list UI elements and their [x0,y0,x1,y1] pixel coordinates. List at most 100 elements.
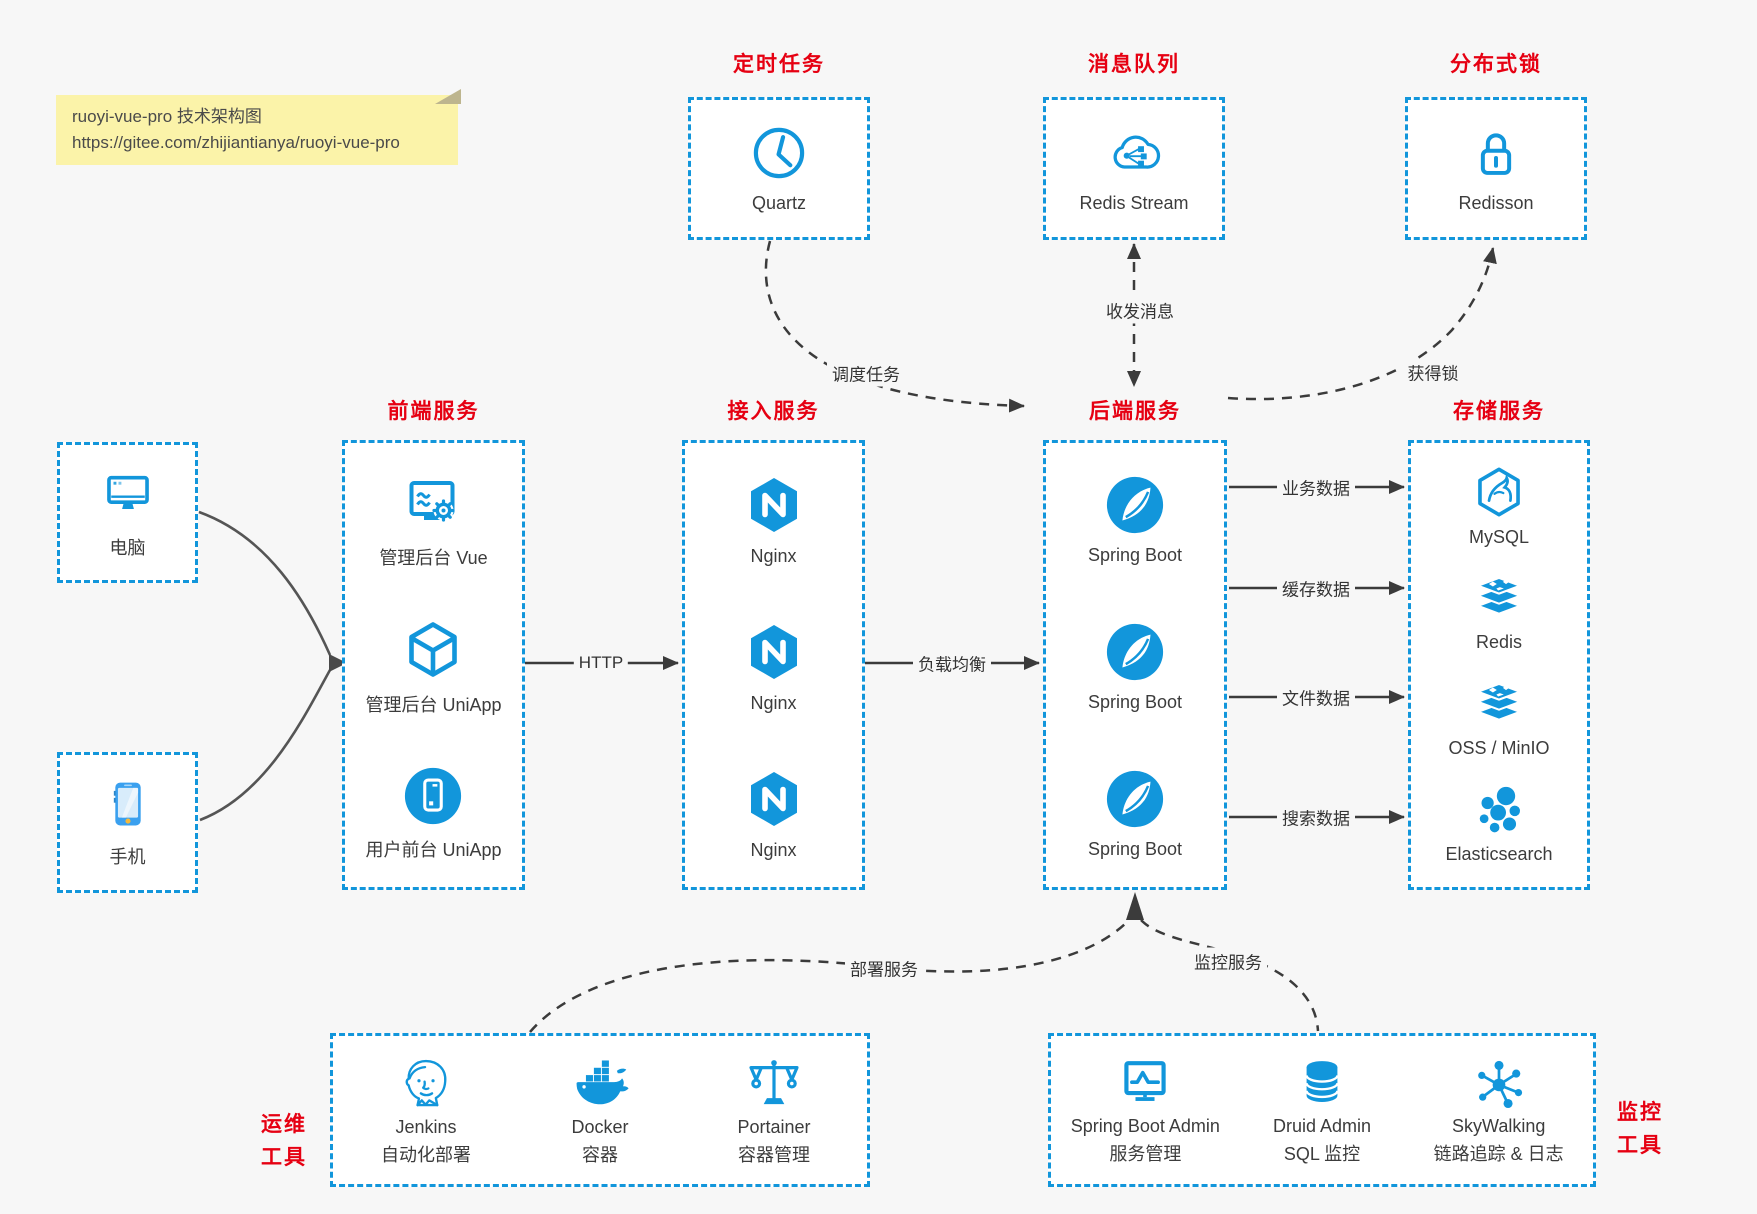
spring-boot-admin-icon [1116,1055,1174,1113]
node-sublabel: 服务管理 [1109,1143,1182,1164]
node-spring-boot-2: Spring Boot [1088,594,1182,741]
quartz-box: Quartz [688,97,870,240]
node-redis: Redis [1471,558,1527,664]
node-spring-boot-admin: Spring Boot Admin 服务管理 [1057,1055,1234,1166]
node-admin-uniapp: 管理后台 UniApp [365,594,502,741]
node-spring-boot-1: Spring Boot [1088,447,1182,594]
edge-label-acquire-lock: 获得锁 [1402,358,1464,386]
group-title-gateway: 接入服务 [727,400,820,423]
node-nginx-2: Nginx [742,594,806,741]
node-label: 管理后台 UniApp [365,694,502,715]
group-title-frontend: 前端服务 [387,400,480,423]
portainer-icon [744,1054,804,1114]
node-sublabel: 容器 [582,1144,618,1165]
skywalking-icon [1470,1055,1528,1113]
spring-boot-icon [1104,621,1166,683]
node-label: MySQL [1468,526,1529,547]
note-fold-corner [435,89,461,104]
node-sublabel: 自动化部署 [381,1144,471,1165]
admin-vue-icon [402,471,466,535]
jenkins-icon [396,1054,456,1114]
backend-group-box: Spring Boot Spring Boot Spring Boot [1043,440,1227,890]
client-arrowhead [329,654,347,672]
node-label: Nginx [750,839,797,860]
curve-pc-to-frontend [198,510,332,656]
node-nginx-3: Nginx [742,740,806,887]
node-label: Jenkins [395,1116,457,1137]
note-url: https://gitee.com/zhijiantianya/ruoyi-vu… [72,133,400,152]
uniapp-cube-icon [401,618,465,682]
redis-stream-label: Redis Stream [1079,192,1189,213]
edge-label-load-balance: 负载均衡 [913,649,991,677]
group-title-distributed-lock: 分布式锁 [1450,53,1542,76]
node-label: SkyWalking [1452,1115,1546,1136]
node-label: OSS / MinIO [1448,737,1550,758]
node-jenkins: Jenkins 自动化部署 [339,1054,513,1167]
desktop-icon [99,465,157,523]
smartphone-icon [100,776,156,832]
node-druid-admin: Druid Admin SQL 监控 [1234,1055,1411,1166]
node-label: Docker [571,1116,629,1137]
devops-group-box: Jenkins 自动化部署 Docker 容器 Portainer 容器管理 [330,1033,870,1187]
pc-label: 电脑 [109,538,146,558]
arrow-monitor-service [1140,919,1320,1032]
node-user-uniapp: 用户前台 UniApp [365,740,502,887]
node-mysql: MySQL [1469,452,1529,558]
node-admin-vue: 管理后台 Vue [379,447,488,594]
edge-label-business-data: 业务数据 [1277,473,1355,501]
edge-label-monitor-service: 监控服务 [1189,947,1267,975]
monitor-side-title: 监控 工具 [1617,1101,1663,1157]
dashed-arrows [529,240,1497,1033]
group-title-scheduled-tasks: 定时任务 [733,53,825,76]
node-label: Spring Boot [1087,692,1183,712]
node-label: 用户前台 UniApp [365,840,502,861]
edge-label-schedule-task: 调度任务 [827,359,905,387]
elasticsearch-icon [1471,782,1527,838]
node-label: Druid Admin [1272,1115,1372,1136]
node-label: Redis [1475,631,1523,652]
edge-label-http: HTTP [573,652,629,674]
phone-client-box: 手机 [57,752,198,893]
node-sublabel: 链路追踪 & 日志 [1433,1143,1564,1164]
gateway-group-box: Nginx Nginx Nginx [682,440,865,890]
node-skywalking: SkyWalking 链路追踪 & 日志 [1410,1055,1587,1166]
redisson-label: Redisson [1458,192,1534,213]
devops-side-title: 运维 工具 [261,1113,307,1169]
spring-boot-icon [1104,474,1166,536]
druid-icon [1293,1055,1351,1113]
cloud-share-icon [1105,124,1163,182]
frontend-group-box: 管理后台 Vue 管理后台 UniApp 用户前台 UniApp [342,440,525,890]
quartz-label: Quartz [751,192,807,213]
edge-label-messages: 收发消息 [1101,296,1179,324]
node-portainer: Portainer 容器管理 [687,1054,861,1167]
backend-arrowhead [1126,892,1144,920]
group-title-backend: 后端服务 [1089,400,1181,423]
node-spring-boot-3: Spring Boot [1088,740,1182,887]
node-label: Elasticsearch [1445,843,1553,864]
docker-icon [570,1054,630,1114]
sticky-note: ruoyi-vue-pro 技术架构图 https://gitee.com/zh… [56,89,461,165]
node-elasticsearch: Elasticsearch [1445,770,1553,876]
redis-stream-box: Redis Stream [1043,97,1225,240]
arrow-acquire-lock [1227,247,1497,401]
arrow-deploy-service [529,919,1130,1033]
client-curves [198,510,332,822]
clock-icon [750,124,808,182]
node-label: 管理后台 Vue [379,547,488,568]
edge-label-search-data: 搜索数据 [1277,803,1355,831]
redis-icon [1471,570,1527,626]
storage-group-box: MySQL Redis OSS / MinIO Elasticsearch [1408,440,1590,890]
node-sublabel: SQL 监控 [1283,1143,1361,1164]
node-nginx-1: Nginx [742,447,806,594]
node-sublabel: 容器管理 [738,1144,810,1165]
node-label: Spring Boot [1087,838,1183,859]
node-label: Portainer [737,1116,811,1137]
pc-client-box: 电脑 [57,442,198,583]
edge-label-file-data: 文件数据 [1277,683,1355,711]
node-label: Spring Boot [1087,545,1183,566]
nginx-icon [742,767,806,831]
nginx-icon [742,620,806,684]
node-label: Nginx [750,693,797,713]
node-oss-minio: OSS / MinIO [1448,664,1550,770]
